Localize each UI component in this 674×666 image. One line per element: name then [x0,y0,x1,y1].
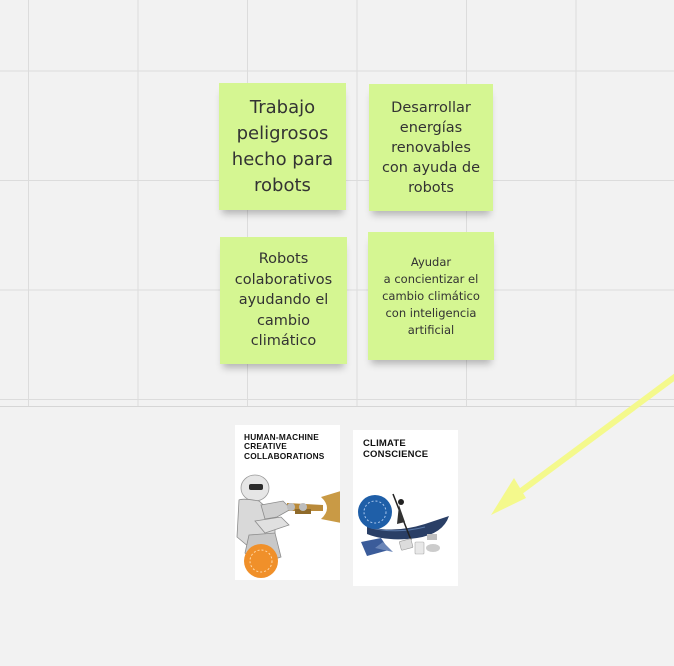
sticky-note[interactable]: Desarrollar energías renovables con ayud… [369,84,493,211]
note-line: Robots [258,251,309,268]
badge-orange-icon [244,544,278,578]
note-line: cambio climático [382,288,480,303]
note-line: hecho para [231,148,334,170]
kayak-plastic-illustration [361,493,449,556]
note-line: ayudando el [238,292,329,309]
note-line: a concientizar el [383,271,479,286]
note-line: con ayuda de [381,159,481,176]
note-line: robots [408,179,454,196]
card-title: CLIMATE CONSCIENCE [363,438,429,460]
sticky-note[interactable]: Trabajo peligrosos hecho para robots [219,83,346,210]
trend-card-human-machine[interactable]: HUMAN-MACHINE CREATIVE COLLABORATIONS [235,425,340,580]
sticky-note[interactable]: Robots colaborativos ayudando el cambio … [220,237,347,364]
note-line: Desarrollar [391,99,471,116]
note-line: con inteligencia [385,305,477,320]
note-line: colaborativos [234,271,333,288]
badge-blue-icon [358,495,392,529]
trend-card-climate-conscience[interactable]: CLIMATE CONSCIENCE [353,430,458,586]
note-line: energías [399,119,463,136]
note-line: peligrosos [236,122,329,144]
note-line: cambio [256,312,311,329]
sticky-note[interactable]: Ayudar a concientizar el cambio climátic… [368,232,494,360]
note-line: artificial [407,322,455,337]
note-line: robots [254,174,311,196]
note-line: Trabajo [249,96,316,118]
note-line: Ayudar [410,254,452,269]
card-title: HUMAN-MACHINE CREATIVE COLLABORATIONS [244,432,325,461]
note-line: climático [250,333,317,350]
note-line: renovables [391,139,471,156]
